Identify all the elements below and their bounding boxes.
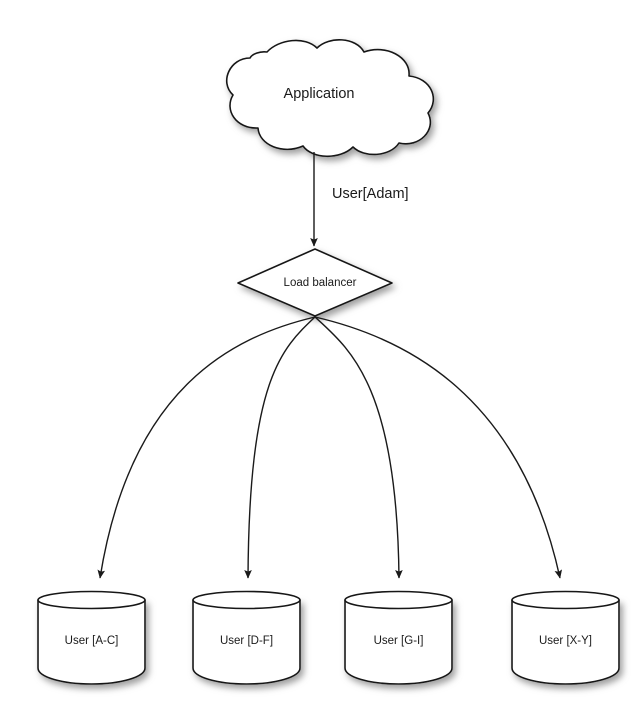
edge-curve xyxy=(97,316,316,579)
diamond-shape xyxy=(237,248,393,317)
cylinder-label: User [X-Y] xyxy=(539,635,592,647)
edge-curve xyxy=(314,316,563,579)
edge-load-balancer-to-store-3[interactable] xyxy=(314,316,563,579)
diamond-label: Load balancer xyxy=(284,277,357,289)
cylinder-label: User [G-I] xyxy=(374,635,424,647)
edge-load-balancer-to-store-1[interactable] xyxy=(244,316,316,579)
cloud-label: Application xyxy=(284,86,355,102)
edge-load-balancer-to-store-2[interactable] xyxy=(314,316,403,579)
node-datastore-2[interactable]: User [G-I] xyxy=(344,590,453,685)
cylinder-body xyxy=(37,599,146,685)
cloud-shape xyxy=(225,39,434,158)
edge-application-to-load-balancer[interactable]: User[Adam] xyxy=(310,152,409,247)
node-load-balancer[interactable]: Load balancer xyxy=(237,248,393,317)
node-datastore-3[interactable]: User [X-Y] xyxy=(511,590,620,685)
cylinder-top xyxy=(192,590,301,610)
cylinder-label: User [D-F] xyxy=(220,635,273,647)
cylinder-top xyxy=(511,590,620,610)
node-application[interactable]: Application xyxy=(225,39,434,158)
cylinder-body xyxy=(511,599,620,685)
cylinder-top xyxy=(344,590,453,610)
node-datastore-0[interactable]: User [A-C] xyxy=(37,590,146,685)
edge-curve xyxy=(244,316,316,579)
edge-curve xyxy=(314,316,403,579)
node-datastore-1[interactable]: User [D-F] xyxy=(192,590,301,685)
cylinder-label: User [A-C] xyxy=(65,635,119,647)
cylinder-body xyxy=(192,599,301,685)
edge-label-user-adam: User[Adam] xyxy=(332,186,409,202)
edge-load-balancer-to-store-0[interactable] xyxy=(97,316,316,579)
cylinder-top xyxy=(37,590,146,610)
cylinder-body xyxy=(344,599,453,685)
